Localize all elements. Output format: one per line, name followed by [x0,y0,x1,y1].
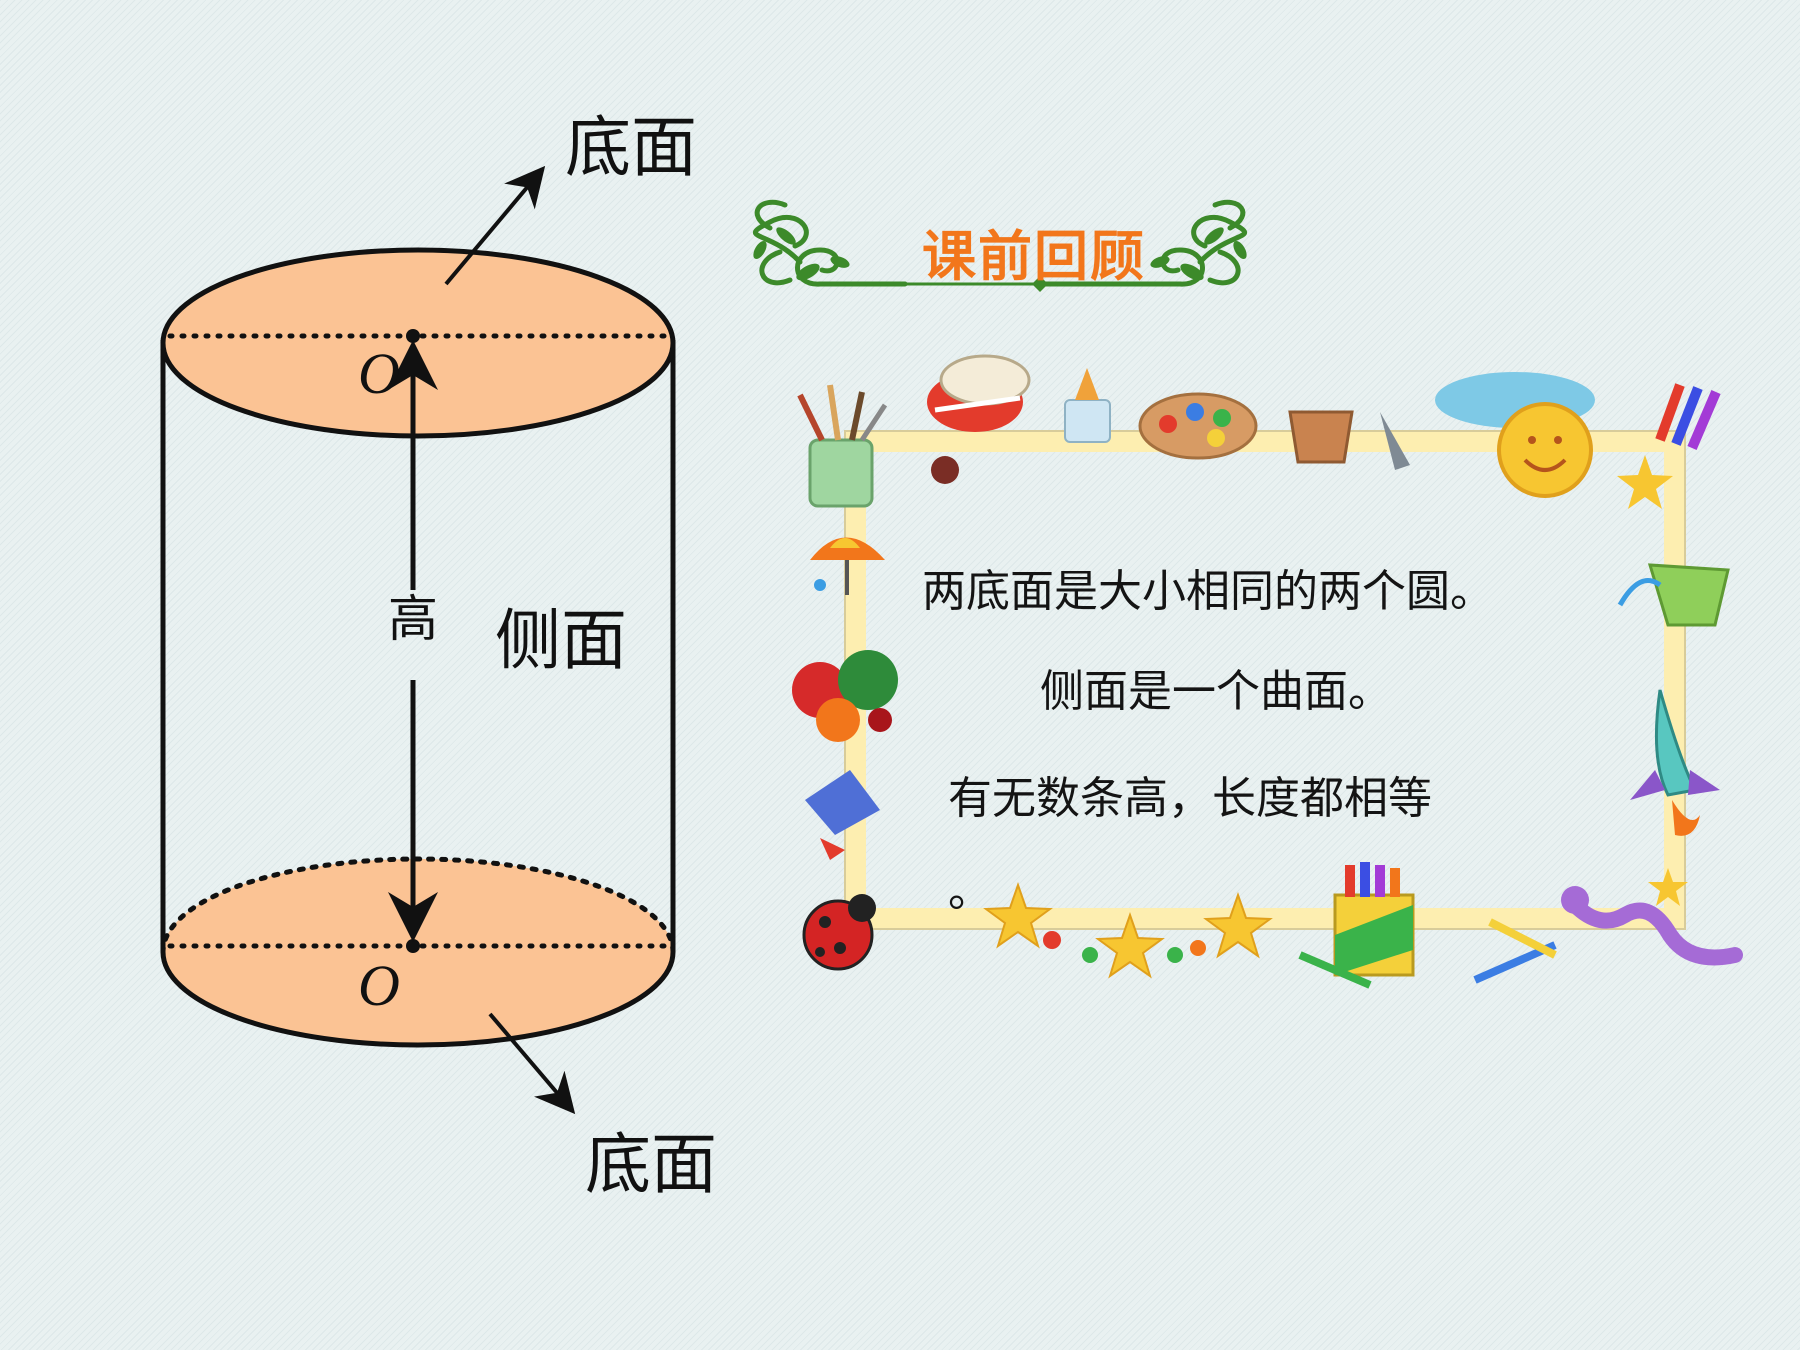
bottom-base-label: 底面 [585,1126,717,1203]
star-icon-right [1648,868,1688,906]
bottom-base-back-edge [160,856,676,955]
rocket-icon [1630,689,1720,836]
glue-bottle-icon [1064,368,1111,443]
bottom-base-front-edge [160,951,676,1048]
umbrella-icon [810,537,885,595]
sun-cloud-icon [1435,372,1595,498]
review-line-3: 有无数条高，长度都相等 [948,773,1432,824]
bottom-center-point [406,939,420,953]
vine-center-diamond [1032,276,1048,292]
vine-leaves-left [753,227,850,281]
palette-icon [1138,392,1258,460]
top-center-label: O [358,341,400,406]
star-face-icons [983,881,1273,979]
top-base-label: 底面 [565,109,697,186]
worm-icon [1561,886,1743,966]
vine-ornament-left [752,199,908,287]
paintbrush-cup-icon [797,384,888,508]
drum-icon [927,354,1031,484]
review-line-4: 。 [948,866,992,917]
bottom-center-label: O [358,953,400,1018]
review-line-1: 两底面是大小相同的两个圆。 [922,566,1494,617]
bottom-base-pointer-arrow [488,1012,576,1115]
vine-leaves-right [1150,227,1247,281]
flowerpot-icon [1288,410,1410,470]
review-title: 课前回顾 [922,225,1146,288]
lateral-surface-label: 侧面 [495,602,627,679]
bird-toy-icon [805,770,880,860]
ladybug-icon [802,894,876,971]
crayons-stripes-icon [1655,383,1721,450]
pencils-icon [1473,918,1557,984]
top-base-ellipse [160,247,676,439]
height-label: 高 [388,590,438,648]
crayon-box-icon [1298,862,1415,989]
top-base-pointer-arrow [444,165,546,286]
bottom-base-ellipse [163,859,673,1045]
fruit-icon [792,650,898,742]
top-center-point [406,329,420,343]
star-icon-top-right [1617,455,1673,509]
review-line-2: 侧面是一个曲面。 [1040,666,1392,717]
bucket-icon [1617,563,1730,627]
